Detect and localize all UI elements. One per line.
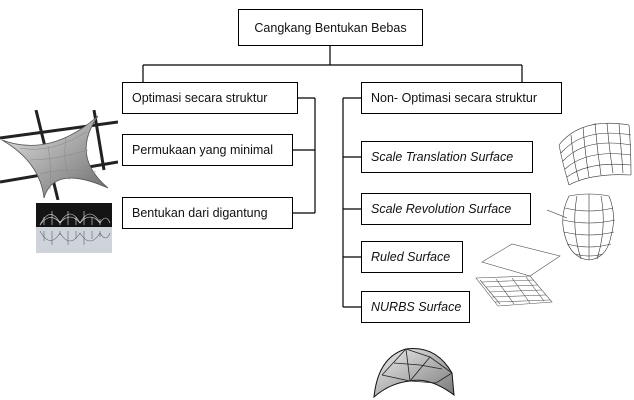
ruled-surface-illustration <box>475 243 561 307</box>
scale-translation-surface-illustration <box>558 122 632 186</box>
right-branch-label: Non- Optimasi secara struktur <box>371 91 538 105</box>
left-child-node: Permukaan yang minimal <box>122 134 293 166</box>
hanging-form-illustration <box>36 203 112 253</box>
left-branch-node: Optimasi secara struktur <box>122 82 298 114</box>
right-child-node: Scale Revolution Surface <box>361 193 531 225</box>
right-branch-node: Non- Optimasi secara struktur <box>361 82 562 114</box>
scale-revolution-surface-illustration <box>546 193 616 261</box>
root-node: Cangkang Bentukan Bebas <box>238 9 423 46</box>
right-child-node: Scale Translation Surface <box>361 141 533 173</box>
root-node-label: Cangkang Bentukan Bebas <box>254 20 407 35</box>
left-child-label: Bentukan dari digantung <box>132 206 268 220</box>
left-branch-label: Optimasi secara struktur <box>132 91 268 105</box>
nurbs-surface-illustration <box>373 348 455 399</box>
right-child-node: NURBS Surface <box>361 291 470 323</box>
right-child-label: Ruled Surface <box>371 250 451 264</box>
right-child-label: Scale Translation Surface <box>371 150 514 164</box>
right-child-label: Scale Revolution Surface <box>371 202 512 216</box>
left-child-node: Bentukan dari digantung <box>122 197 293 229</box>
right-child-label: NURBS Surface <box>371 300 462 314</box>
right-child-node: Ruled Surface <box>361 241 463 273</box>
left-child-label: Permukaan yang minimal <box>132 143 274 157</box>
minimal-surface-illustration <box>0 110 118 200</box>
